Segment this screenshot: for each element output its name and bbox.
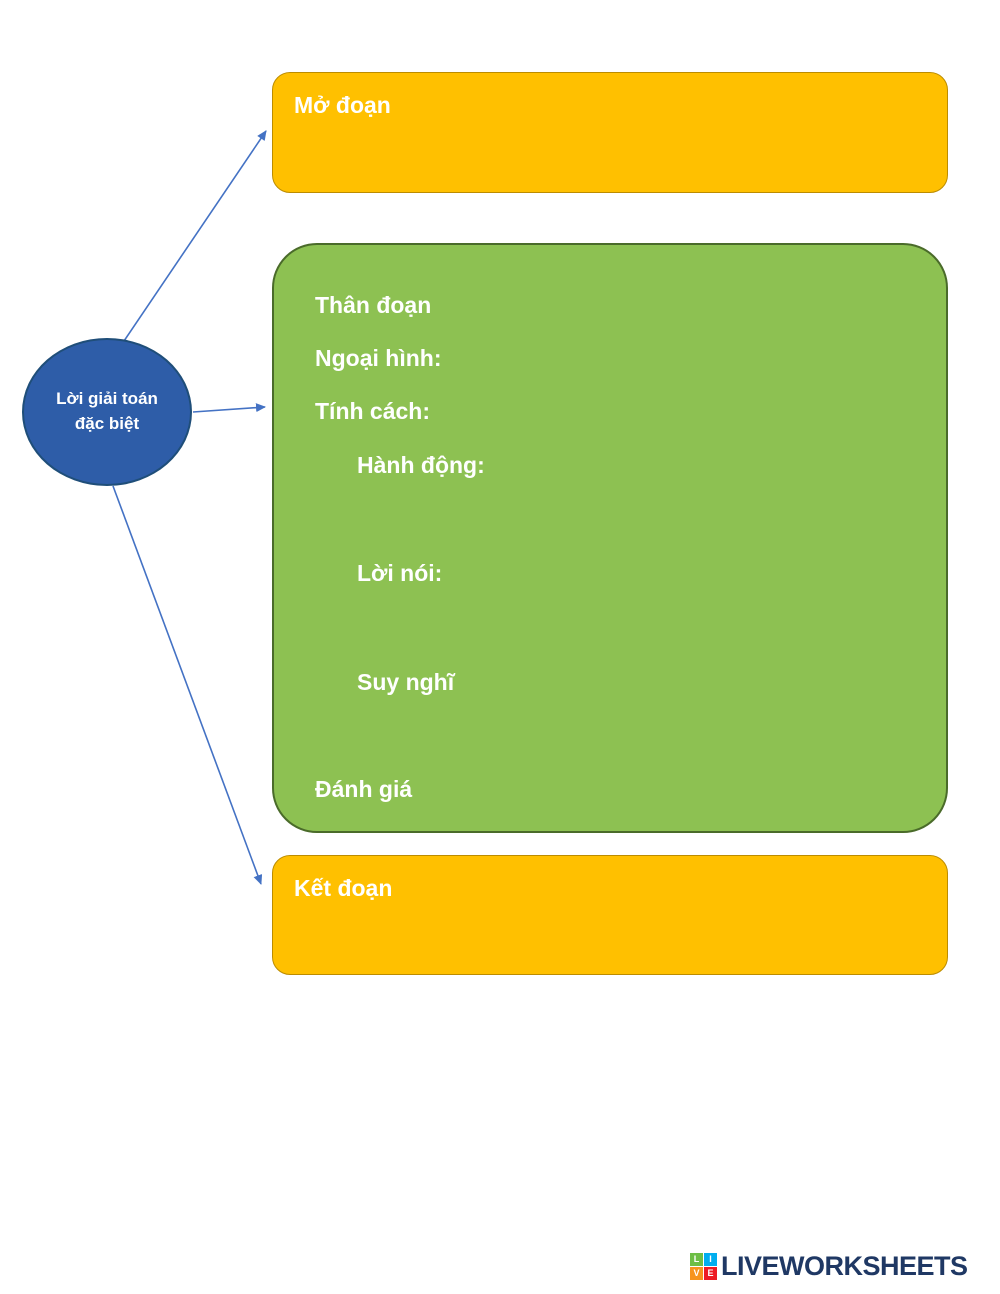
field-danh-gia: Đánh giá [315, 776, 413, 802]
field-suy-nghi: Suy nghĩ [357, 669, 455, 695]
top-box-label: Mở đoạn [294, 92, 391, 118]
arrow-to-top-box [123, 130, 267, 342]
logo-cell-e: E [704, 1267, 717, 1280]
liveworksheets-logo: L I V E LIVEWORKSHEETS [690, 1251, 968, 1282]
liveworksheets-wordmark: LIVEWORKSHEETS [721, 1251, 968, 1281]
center-node: Lời giải toán đặc biệt [22, 338, 192, 486]
arrow-to-bottom-box [112, 485, 263, 885]
arrow-to-green-box [192, 403, 266, 413]
center-node-label: Lời giải toán đặc biệt [56, 389, 158, 433]
field-hanh-dong: Hành động: [357, 452, 485, 478]
bottom-box-label: Kết đoạn [294, 875, 393, 901]
body-box-title: Thân đoạn [315, 292, 432, 318]
body-box: Thân đoạn Ngoại hình: Tính cách: Hành độ… [272, 243, 948, 833]
top-box: Mở đoạn [272, 72, 948, 193]
logo-cell-v: V [690, 1267, 703, 1280]
field-loi-noi: Lời nói: [357, 560, 443, 586]
liveworksheets-icon: L I V E [690, 1253, 717, 1280]
logo-cell-l: L [690, 1253, 703, 1266]
field-tinh-cach: Tính cách: [315, 398, 431, 424]
logo-cell-i: I [704, 1253, 717, 1266]
field-ngoai-hinh: Ngoại hình: [315, 345, 442, 371]
bottom-box: Kết đoạn [272, 855, 948, 975]
